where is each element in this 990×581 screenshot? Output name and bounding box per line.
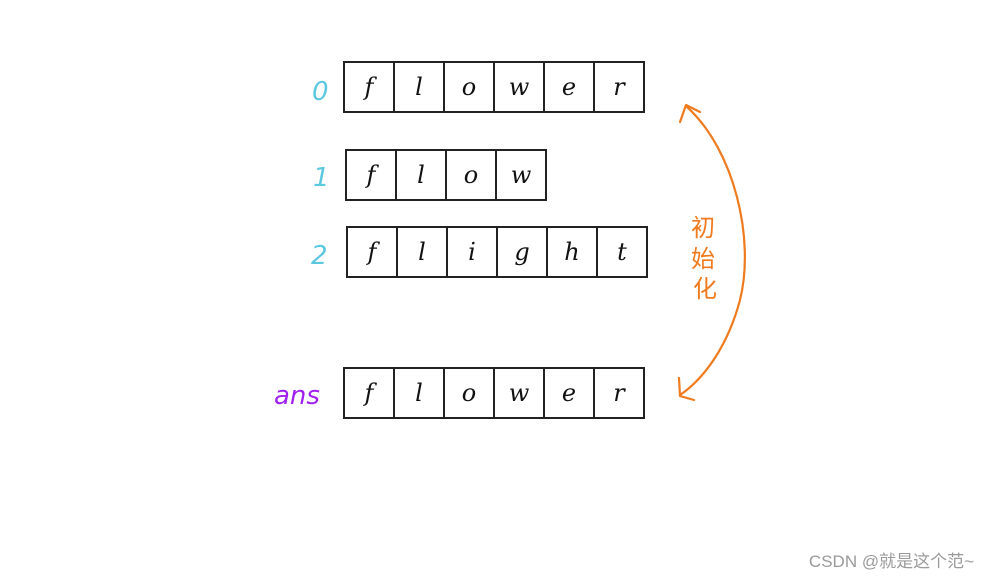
watermark: CSDN @就是这个范~: [808, 552, 974, 571]
cell-char: l: [418, 238, 426, 266]
cell-char: i: [468, 238, 476, 266]
cell-char: l: [415, 379, 423, 407]
cell-char: h: [564, 238, 579, 266]
cell-char: o: [462, 73, 476, 101]
init-arrow-curve: [678, 104, 746, 397]
cell-char: l: [415, 73, 423, 101]
cell-char: e: [562, 379, 576, 407]
cell-char: r: [613, 73, 626, 101]
cell-char: o: [464, 161, 478, 189]
row-label-ans: ans: [274, 381, 320, 411]
arrowhead-top: [678, 103, 702, 124]
cell-char: w: [509, 379, 530, 407]
cell-char: f: [366, 238, 381, 266]
row-1-cells: f l o w: [345, 149, 547, 201]
init-note: 初 始 化: [691, 214, 717, 303]
cell-char: w: [509, 73, 530, 101]
array-row-2: 2 f l i g h t: [311, 226, 648, 278]
array-row-ans: ans f l o w e r: [274, 367, 645, 419]
row-label-2: 2: [311, 241, 328, 271]
cell-char: f: [363, 73, 378, 101]
cell-char: g: [514, 238, 529, 266]
cell-char: f: [363, 379, 378, 407]
row-label-1: 1: [313, 163, 330, 193]
array-row-0: 0 f l o w e r: [312, 61, 645, 113]
row-ans-cells: f l o w e r: [343, 367, 645, 419]
arrowhead-bottom: [677, 376, 696, 402]
cell-char: t: [617, 238, 627, 266]
row-label-0: 0: [312, 77, 329, 107]
cell-char: r: [613, 379, 626, 407]
array-row-1: 1 f l o w: [313, 149, 547, 201]
cell-char: w: [511, 161, 532, 189]
init-note-char: 化: [693, 275, 717, 303]
init-arrow: [677, 103, 746, 402]
init-note-char: 初: [691, 214, 715, 242]
cell-char: f: [365, 161, 380, 189]
cell-char: e: [562, 73, 576, 101]
cell-char: l: [417, 161, 425, 189]
row-0-cells: f l o w e r: [343, 61, 645, 113]
init-note-char: 始: [691, 245, 715, 273]
row-2-cells: f l i g h t: [346, 226, 648, 278]
cell-char: o: [462, 379, 476, 407]
